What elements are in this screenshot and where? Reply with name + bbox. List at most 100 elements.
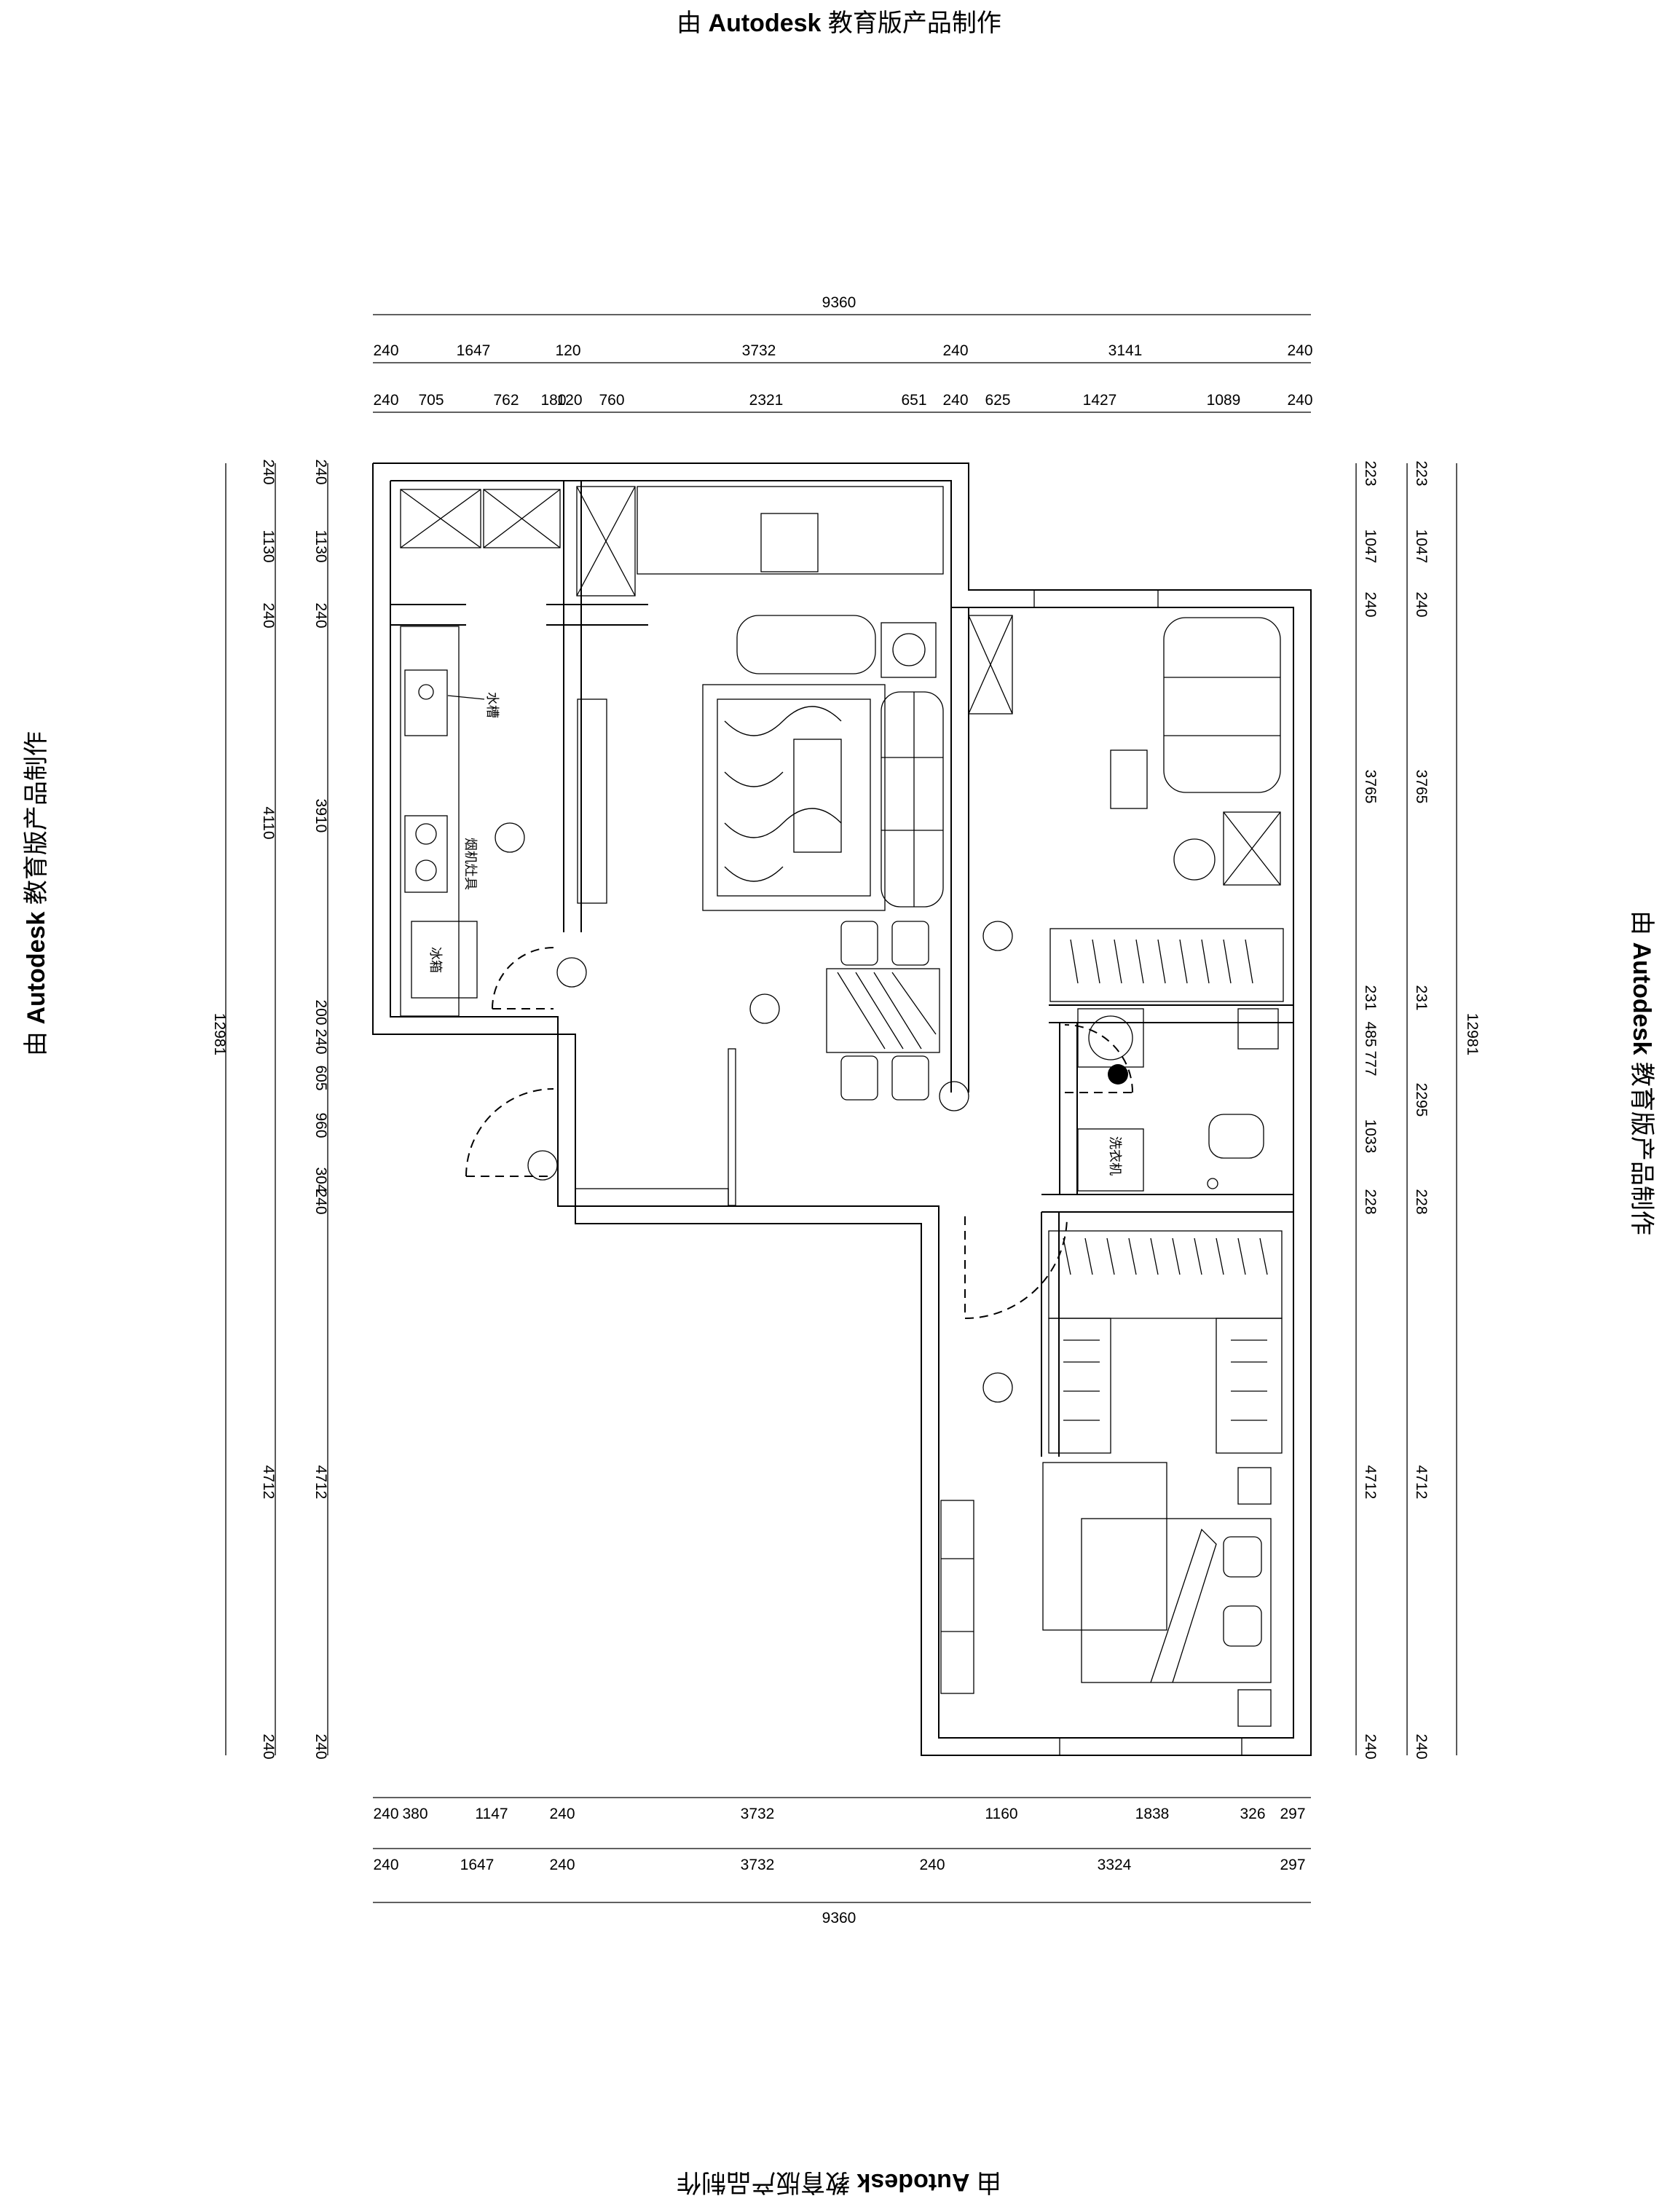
dim-top-row2: 705 (418, 392, 444, 409)
dim-left-inner: 3910 (312, 799, 329, 833)
dim-top-total: 9360 (822, 294, 856, 311)
dim-bottom-row2: 240 (919, 1857, 945, 1873)
fridge-label: 冰箱 (428, 947, 443, 973)
dim-top-row2: 120 (556, 392, 582, 409)
wardrobe-south (1048, 1230, 1283, 1319)
dim-right-inner: 240 (1362, 1733, 1379, 1759)
kitchen: 水槽 烟机灶具 冰箱 (400, 489, 561, 1017)
dim-top-row2: 240 (942, 392, 968, 409)
dim-top-row2: 625 (985, 392, 1010, 409)
dim-top-row2: 240 (373, 392, 398, 409)
bed (1081, 1518, 1272, 1683)
dim-left-inner: 200 (312, 999, 329, 1025)
washer-icon (1077, 1128, 1144, 1192)
dim-bottom-row1: 1147 (475, 1806, 508, 1822)
master-bedroom (940, 1230, 1283, 1727)
dim-right-inner: 231 (1362, 985, 1379, 1010)
dim-left-inner: 605 (312, 1065, 329, 1090)
bathroom: 洗衣机 (1077, 1008, 1279, 1192)
dim-bottom-row1: 3732 (741, 1806, 775, 1822)
dim-top-row1: 240 (1287, 342, 1312, 359)
dim-bottom-row2: 3732 (741, 1857, 775, 1873)
dim-right-outer: 228 (1413, 1189, 1430, 1214)
washer-label: 洗衣机 (1107, 1136, 1122, 1176)
sink-label: 水槽 (484, 692, 500, 718)
dim-right-outer: 1047 (1413, 530, 1430, 564)
dim-right-inner: 777 (1362, 1050, 1379, 1076)
dim-left-inner: 240 (312, 459, 329, 484)
dim-top-row1: 240 (942, 342, 968, 359)
walls (372, 463, 1312, 1756)
study-room (968, 615, 1284, 1002)
dim-top-row1: 3732 (742, 342, 776, 359)
dim-top-row1: 120 (555, 342, 580, 359)
watermark-top: 由 Autodesk 教育版产品制作 (677, 9, 1001, 37)
dim-left-inner: 4712 (312, 1465, 329, 1500)
dim-right-inner: 485 (1362, 1021, 1379, 1047)
dim-left-outer: 4712 (260, 1465, 277, 1500)
dim-top-row2: 240 (1287, 392, 1312, 409)
dim-right-outer: 2295 (1413, 1083, 1430, 1117)
dim-right-inner: 1033 (1362, 1119, 1379, 1154)
dim-left-inner: 240 (312, 1733, 329, 1759)
dim-left-outer: 240 (260, 1733, 277, 1759)
dim-top-row2: 180 (540, 392, 566, 409)
dim-bottom-row2: 240 (373, 1857, 398, 1873)
dim-left-inner: 960 (312, 1112, 329, 1138)
dim-top-row1: 1647 (457, 342, 491, 359)
dim-left-inner: 240 (312, 1189, 329, 1214)
dim-top-row1: 240 (373, 342, 398, 359)
dim-top-row2: 1427 (1083, 392, 1117, 409)
dim-left-outer: 1130 (260, 530, 277, 562)
dim-left-outer: 4110 (260, 806, 277, 839)
dim-bottom-row1: 380 (402, 1806, 428, 1822)
dim-bottom-row1: 240 (373, 1806, 398, 1822)
dim-right-outer: 223 (1413, 460, 1430, 486)
lounge-sofa (1163, 617, 1281, 793)
sofa (736, 615, 876, 674)
dim-top-row2: 651 (901, 392, 926, 409)
person-figures (495, 822, 1013, 1403)
fridge-icon (411, 921, 478, 999)
dim-right-inner: 1047 (1362, 530, 1379, 564)
bedroom-rug (1042, 1462, 1167, 1631)
dim-bottom-row1: 240 (549, 1806, 575, 1822)
dim-left-outer: 240 (260, 602, 277, 628)
dim-bottom-row1: 1160 (985, 1806, 1017, 1822)
dim-bottom-row1: 326 (1240, 1806, 1265, 1822)
dim-bottom-row2: 1647 (460, 1857, 495, 1873)
dim-right-total: 12981 (1464, 1013, 1481, 1055)
dim-bottom-row2: 3324 (1098, 1857, 1132, 1873)
dim-bottom-row1: 297 (1280, 1806, 1305, 1822)
dimension-labels: 9360 240 1647 120 3732 240 3141 240 240 705 762 180… (211, 294, 1481, 1926)
living-rug (702, 684, 886, 911)
dimension-lines (225, 314, 1457, 1903)
stove-icon (404, 815, 448, 893)
dim-right-inner: 223 (1362, 460, 1379, 486)
dim-top-row1: 3141 (1108, 342, 1143, 359)
dim-right-inner: 240 (1362, 591, 1379, 617)
wardrobe-north (1049, 928, 1284, 1002)
dim-top-row2: 2321 (749, 392, 784, 409)
toilet-icon (1208, 1114, 1264, 1159)
dim-right-outer: 240 (1413, 1733, 1430, 1759)
doors (465, 947, 1133, 1319)
dim-left-outer: 240 (260, 459, 277, 484)
sink-icon (404, 669, 448, 736)
dim-bottom-row2: 297 (1280, 1857, 1305, 1873)
dim-right-inner: 4712 (1362, 1465, 1379, 1500)
dim-right-outer: 4712 (1413, 1465, 1430, 1500)
dining-table (826, 968, 940, 1053)
dim-right-inner: 3765 (1362, 770, 1379, 804)
dim-right-outer: 231 (1413, 985, 1430, 1010)
dim-top-row2: 762 (493, 392, 519, 409)
dim-left-inner: 304 (312, 1167, 329, 1192)
dim-left-inner: 1130 (312, 530, 329, 562)
dim-bottom-row1: 1838 (1135, 1806, 1170, 1822)
dim-bottom-row2: 240 (549, 1857, 575, 1873)
dim-left-inner: 240 (312, 1028, 329, 1054)
dim-left-inner: 240 (312, 602, 329, 628)
dim-top-row2: 760 (599, 392, 624, 409)
